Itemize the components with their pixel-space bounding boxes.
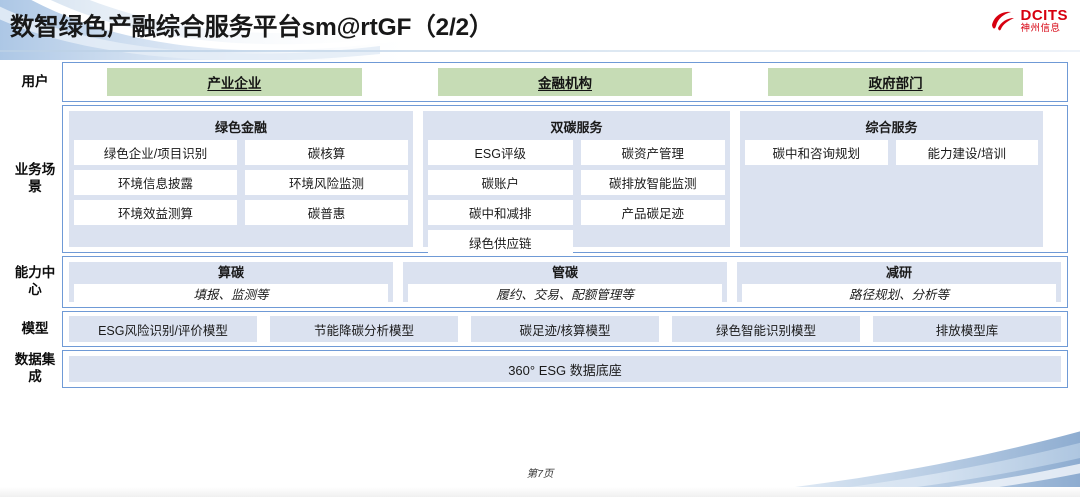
model-chip[interactable]: ESG风险识别/评价模型 [69, 316, 257, 342]
user-slot: 政府部门 [730, 68, 1061, 96]
row-label-business-scenario: 业务场景 [14, 162, 56, 194]
scenario-cell[interactable]: 绿色供应链 [428, 230, 573, 255]
capability-subtitle[interactable]: 履约、交易、配额管理等 [408, 283, 722, 303]
page-title: 数智绿色产融综合服务平台sm@rtGF（2/2） [10, 14, 494, 41]
scenario-cell[interactable]: 环境风险监测 [245, 170, 408, 195]
row-body-user: 产业企业 金融机构 政府部门 [62, 62, 1068, 102]
panel-dual-carbon-service: 双碳服务 ESG评级 碳资产管理 碳账户 碳排放智能监测 碳中和减排 产品碳足迹… [423, 111, 730, 255]
row-body-data-integration: 360° ESG 数据底座 [62, 350, 1068, 388]
row-label-data-integration: 数据集成 [14, 352, 56, 384]
row-capability-center: 能力中心 算碳 填报、监测等 管碳 履约、交易、配额管理等 减研 路径规划、分析… [8, 256, 1068, 308]
user-chip-industry[interactable]: 产业企业 [107, 68, 362, 96]
slide-header: 数智绿色产融综合服务平台sm@rtGF（2/2） DCITS 神州信息 [0, 0, 1080, 54]
row-model: 模型 ESG风险识别/评价模型 节能降碳分析模型 碳足迹/核算模型 绿色智能识别… [8, 311, 1068, 347]
scenario-cell[interactable]: 碳普惠 [245, 200, 408, 225]
scenario-cell[interactable]: 碳排放智能监测 [580, 170, 725, 195]
logo-brand-name: DCITS [1020, 7, 1068, 24]
user-slot: 金融机构 [400, 68, 731, 96]
capability-title: 管碳 [551, 265, 578, 280]
scenario-cell[interactable]: 碳中和减排 [428, 200, 573, 225]
capability-subtitle[interactable]: 路径规划、分析等 [742, 283, 1056, 303]
scenario-cell[interactable]: 绿色企业/项目识别 [74, 140, 237, 165]
scenario-cell[interactable]: 环境效益测算 [74, 200, 237, 225]
bottom-edge-strip [0, 487, 1080, 497]
panel-title-dual-carbon-service: 双碳服务 [550, 120, 603, 135]
row-body-business-scenario: 绿色金融 绿色企业/项目识别 碳核算 环境信息披露 环境风险监测 环境效益测算 … [62, 105, 1068, 255]
model-chip[interactable]: 绿色智能识别模型 [672, 316, 860, 342]
capability-panel-carbon-accounting: 算碳 填报、监测等 [69, 262, 393, 303]
scenario-cell[interactable]: 产品碳足迹 [580, 200, 725, 225]
panel-grid-dual-carbon-service: ESG评级 碳资产管理 碳账户 碳排放智能监测 碳中和减排 产品碳足迹 绿色供应… [428, 140, 725, 255]
row-label-user: 用户 [21, 73, 49, 89]
panel-green-finance: 绿色金融 绿色企业/项目识别 碳核算 环境信息披露 环境风险监测 环境效益测算 … [69, 111, 413, 247]
scenario-cell[interactable]: ESG评级 [428, 140, 573, 165]
model-chip[interactable]: 排放模型库 [873, 316, 1061, 342]
capability-subtitle[interactable]: 填报、监测等 [74, 283, 388, 303]
row-label-model: 模型 [21, 320, 49, 336]
decorative-swoosh-bottom [610, 417, 1080, 497]
row-label-capability-center: 能力中心 [14, 265, 56, 297]
user-slot: 产业企业 [69, 68, 400, 96]
page-number: 第7页 [526, 468, 554, 480]
architecture-matrix: 用户 产业企业 金融机构 政府部门 业务场景 绿色金融 绿色 [8, 62, 1068, 391]
capability-title: 算碳 [217, 265, 244, 280]
row-body-model: ESG风险识别/评价模型 节能降碳分析模型 碳足迹/核算模型 绿色智能识别模型 … [62, 311, 1068, 347]
scenario-cell-empty [581, 230, 726, 255]
row-business-scenario: 业务场景 绿色金融 绿色企业/项目识别 碳核算 环境信息披露 环境风险监测 环境… [8, 105, 1068, 255]
logo-brand-subname: 神州信息 [1020, 22, 1061, 34]
company-logo: DCITS 神州信息 [989, 8, 1069, 34]
model-chip[interactable]: 碳足迹/核算模型 [471, 316, 659, 342]
scenario-cell[interactable]: 能力建设/培训 [895, 140, 1038, 165]
header-divider [0, 50, 1080, 52]
capability-panel-carbon-reduction-research: 减研 路径规划、分析等 [737, 262, 1061, 303]
user-chip-financial[interactable]: 金融机构 [437, 68, 693, 96]
row-data-integration: 数据集成 360° ESG 数据底座 [8, 350, 1068, 388]
panel-grid-comprehensive-service: 碳中和咨询规划 能力建设/培训 [745, 140, 1038, 165]
data-foundation-bar[interactable]: 360° ESG 数据底座 [69, 356, 1061, 382]
user-chip-government[interactable]: 政府部门 [768, 68, 1023, 96]
row-body-capability-center: 算碳 填报、监测等 管碳 履约、交易、配额管理等 减研 路径规划、分析等 [62, 256, 1068, 308]
panel-comprehensive-service: 综合服务 碳中和咨询规划 能力建设/培训 [740, 111, 1043, 247]
scenario-cell[interactable]: 环境信息披露 [74, 170, 237, 195]
model-chip[interactable]: 节能降碳分析模型 [270, 316, 458, 342]
scenario-cell[interactable]: 碳账户 [428, 170, 573, 195]
scenario-cell[interactable]: 碳中和咨询规划 [745, 140, 888, 165]
panel-title-comprehensive-service: 综合服务 [865, 120, 918, 135]
capability-panel-carbon-management: 管碳 履约、交易、配额管理等 [403, 262, 727, 303]
row-user: 用户 产业企业 金融机构 政府部门 [8, 62, 1068, 102]
panel-grid-green-finance: 绿色企业/项目识别 碳核算 环境信息披露 环境风险监测 环境效益测算 碳普惠 [74, 140, 408, 225]
scenario-cell[interactable]: 碳资产管理 [580, 140, 725, 165]
capability-title: 减研 [885, 265, 912, 280]
panel-title-green-finance: 绿色金融 [214, 120, 267, 135]
dcits-swirl-icon [989, 9, 1017, 33]
scenario-cell[interactable]: 碳核算 [245, 140, 408, 165]
